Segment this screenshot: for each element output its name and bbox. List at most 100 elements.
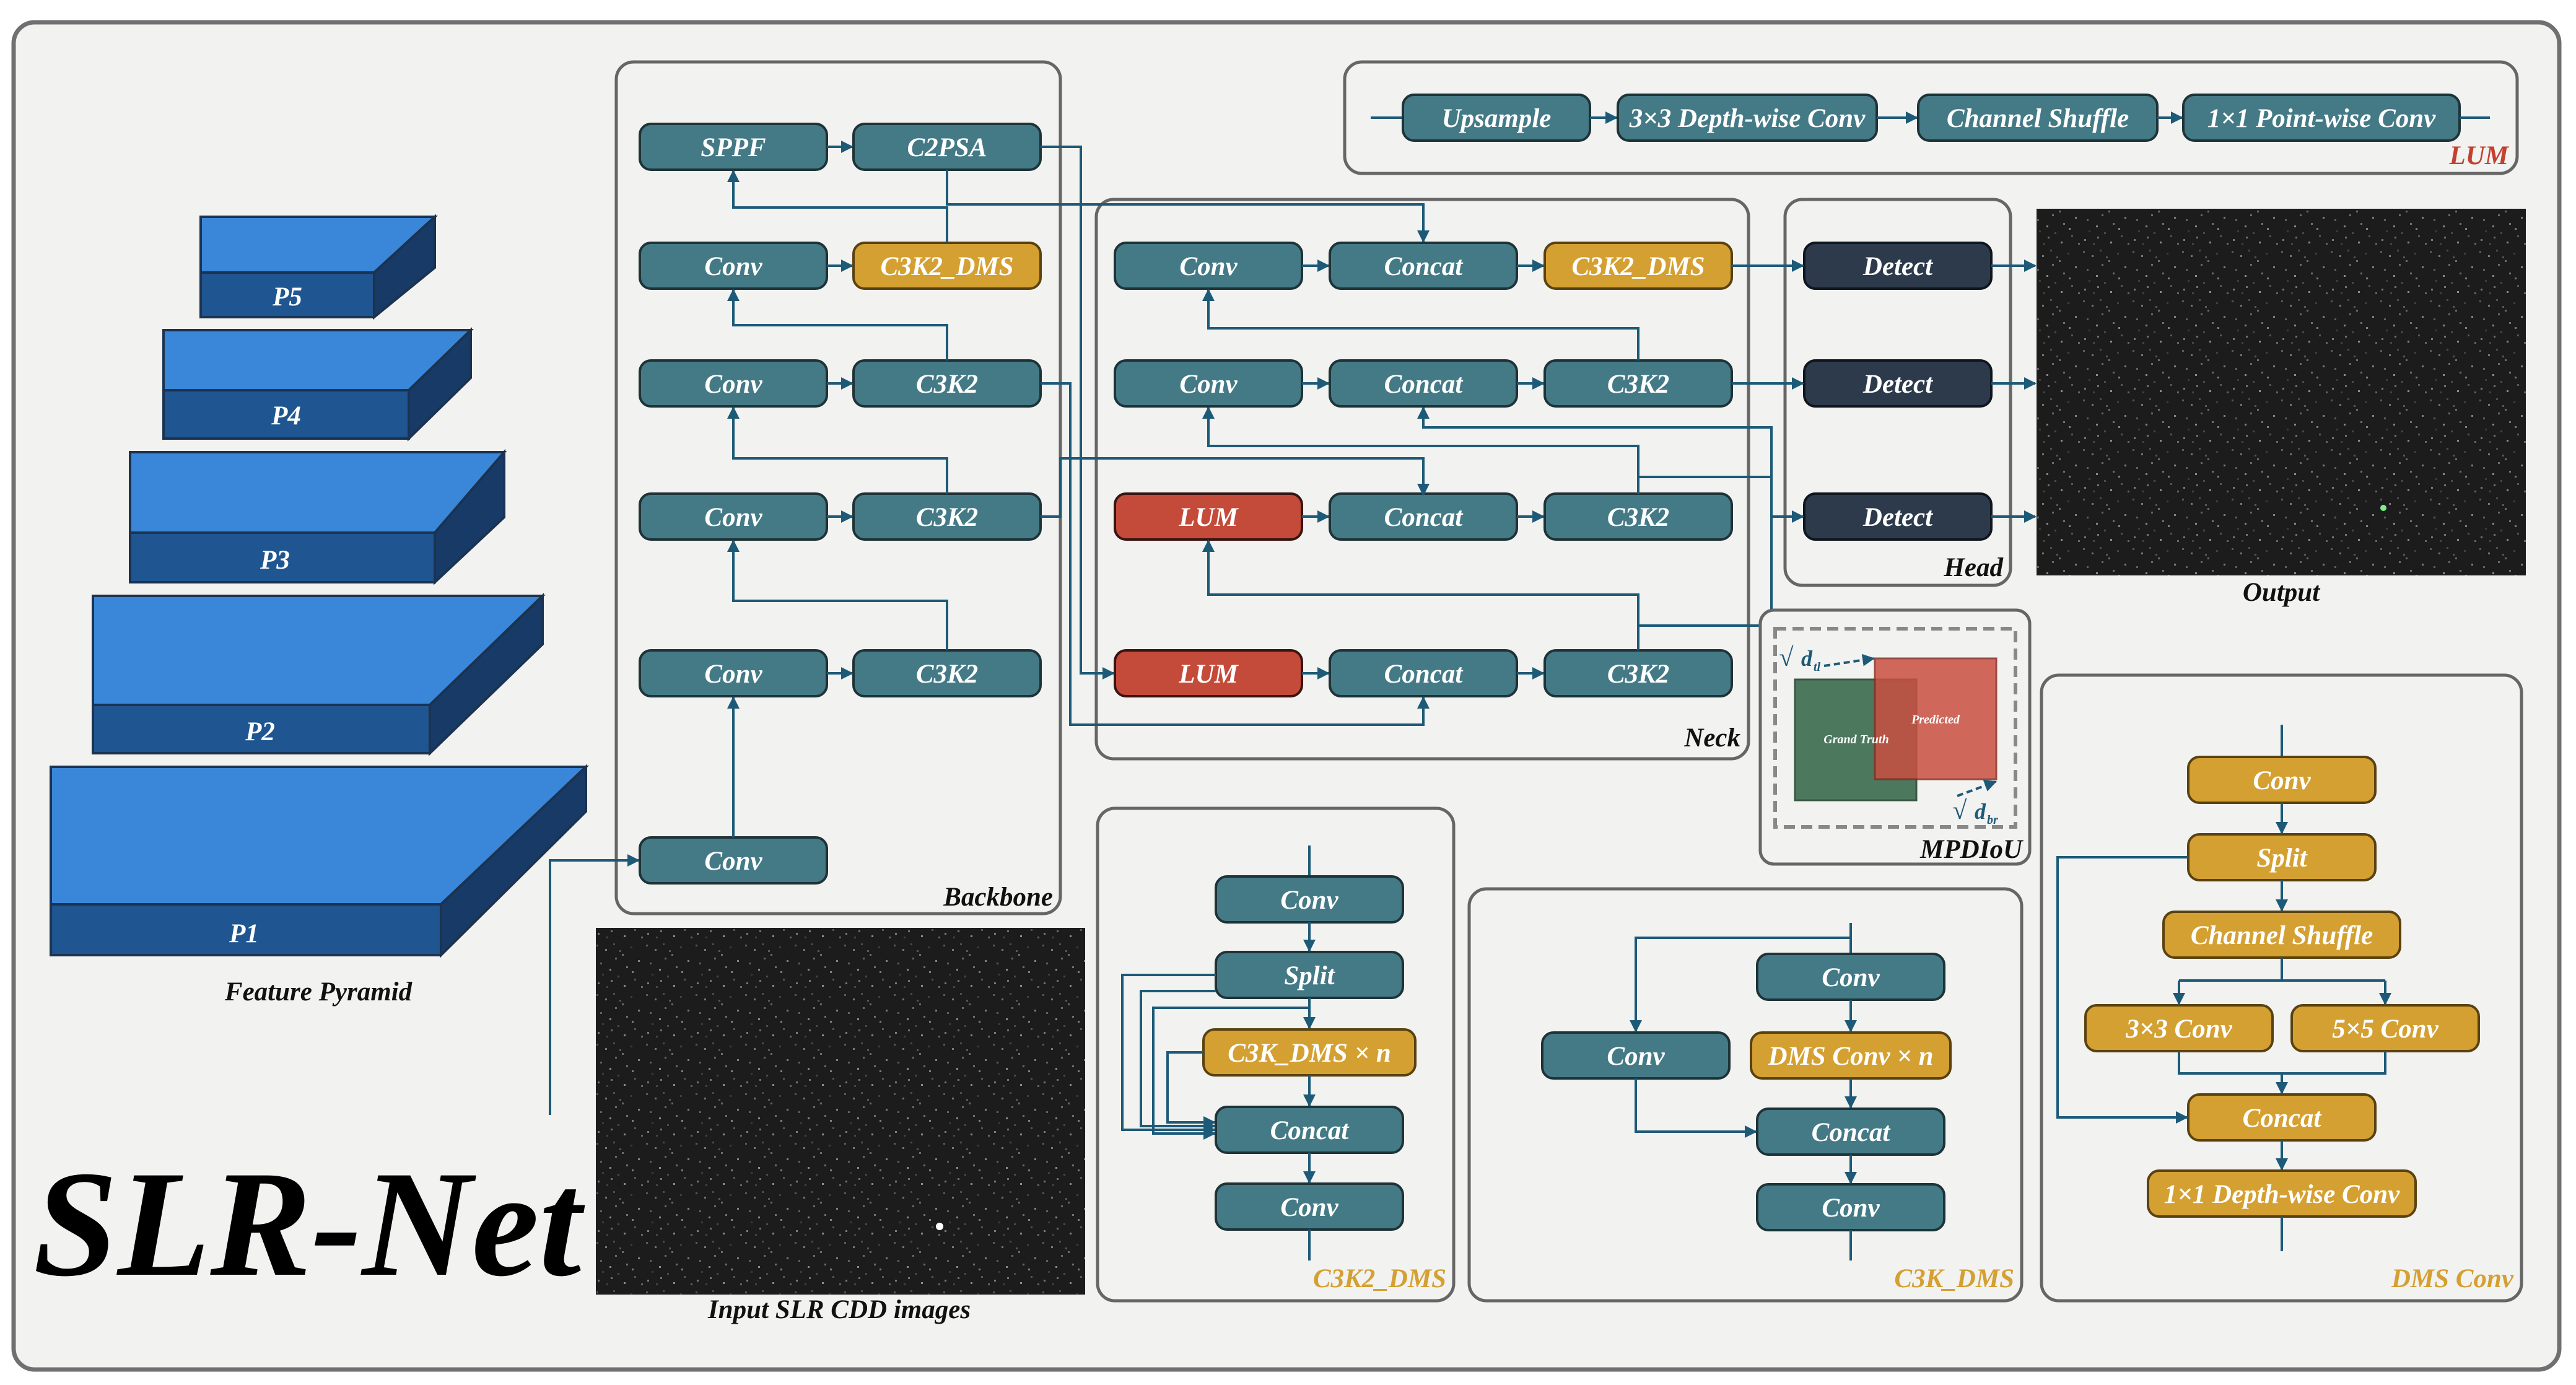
head-detect-label-3: Detect bbox=[1862, 503, 1934, 532]
dms-conv-conv-label: Conv bbox=[2253, 766, 2311, 795]
backbone-conv-label-1: Conv bbox=[704, 252, 762, 281]
c3k-dms-conv-label-left: Conv bbox=[1607, 1042, 1665, 1071]
neck-panel: Neck Conv Concat C3K2_DMS Conv Concat C3… bbox=[946, 146, 1773, 761]
lum-step-shuffle-label: Channel Shuffle bbox=[1947, 104, 2129, 133]
backbone-conv-label-2: Conv bbox=[704, 370, 762, 399]
output-image-panel: Output bbox=[2037, 209, 2526, 607]
pyramid-level-p3: P3 bbox=[129, 448, 507, 585]
feature-pyramid: P5 P4 P3 P2 P1 Feature Pyramid bbox=[50, 214, 590, 1007]
neck-c3k2-label-2: C3K2 bbox=[1607, 503, 1669, 532]
backbone-panel: Backbone SPPF C2PSA Conv C3K2_DMS Conv C… bbox=[549, 60, 1062, 1115]
dms-conv-module-label: DMS Conv bbox=[2391, 1264, 2514, 1293]
mpdiou-d-tl-sub: tl bbox=[1814, 660, 1821, 674]
c3k-dms-connections bbox=[1630, 923, 1857, 1260]
pyramid-label-p3: P3 bbox=[260, 546, 290, 575]
c3k2-dms-c3k-label: C3K_DMS × n bbox=[1228, 1039, 1391, 1068]
neck-concat-label-4: Concat bbox=[1384, 660, 1464, 689]
output-caption: Output bbox=[2243, 578, 2321, 607]
lum-step-upsample-label: Upsample bbox=[1442, 104, 1552, 133]
c3k2-dms-module-panel: C3K2_DMS Conv Split C3K_DMS × n Concat C… bbox=[1096, 806, 1456, 1303]
backbone-conv-label-4: Conv bbox=[704, 660, 762, 689]
input-image-panel: Input SLR CDD images bbox=[596, 928, 1085, 1324]
mpdiou-d-br-formula: √ d br bbox=[1952, 797, 1998, 827]
backbone-frame bbox=[614, 60, 1062, 915]
feature-pyramid-caption: Feature Pyramid bbox=[224, 977, 413, 1007]
dms-conv-dw1-label: 1×1 Depth-wise Conv bbox=[2164, 1180, 2400, 1209]
c3k-dms-conv-label-top: Conv bbox=[1822, 963, 1880, 992]
lum-step-pw1-label: 1×1 Point-wise Conv bbox=[2207, 104, 2436, 133]
dms-conv-split-label: Split bbox=[2256, 844, 2308, 873]
c3k-dms-conv-label-bottom: Conv bbox=[1822, 1194, 1880, 1223]
mpdiou-predicted-label: Predicted bbox=[1911, 713, 1960, 727]
neck-c3k2-dms-label: C3K2_DMS bbox=[1571, 252, 1705, 281]
pyramid-label-p1: P1 bbox=[229, 919, 259, 948]
backbone-c3k2-label-1: C3K2 bbox=[916, 370, 978, 399]
pyramid-level-p1: P1 bbox=[50, 764, 590, 958]
backbone-sppf-label: SPPF bbox=[701, 133, 766, 162]
backbone-c3k2-label-2: C3K2 bbox=[916, 503, 978, 532]
c3k-dms-module-label: C3K_DMS bbox=[1894, 1264, 2014, 1293]
neck-c3k2-label-3: C3K2 bbox=[1607, 660, 1669, 689]
lum-module-panel: LUM Upsample 3×3 Depth-wise Conv Channel… bbox=[1343, 60, 2519, 175]
mpdiou-d-tl-root: √ bbox=[1779, 644, 1794, 672]
backbone-c3k2-label-3: C3K2 bbox=[916, 660, 978, 689]
backbone-label: Backbone bbox=[943, 883, 1053, 912]
pyramid-label-p2: P2 bbox=[245, 717, 275, 746]
c3k-dms-dmsconv-label: DMS Conv × n bbox=[1767, 1042, 1933, 1071]
dms-conv-module-panel: DMS Conv Conv Split Channel Shuffle 3×3 … bbox=[2040, 673, 2523, 1303]
head-panel: Head Detect Detect Detect bbox=[1637, 198, 2037, 587]
lum-module-label: LUM bbox=[2448, 141, 2509, 170]
backbone-connections bbox=[549, 141, 948, 1115]
c3k-dms-module-frame bbox=[1467, 887, 2024, 1303]
c3k-dms-concat-label: Concat bbox=[1812, 1118, 1892, 1147]
head-connections bbox=[1637, 260, 2037, 523]
c3k2-dms-conv-label-1: Conv bbox=[1280, 886, 1338, 915]
backbone-c2psa-label: C2PSA bbox=[907, 133, 987, 162]
pyramid-level-p4: P4 bbox=[162, 327, 474, 442]
input-caption: Input SLR CDD images bbox=[707, 1295, 971, 1324]
neck-concat-label-3: Concat bbox=[1384, 503, 1464, 532]
mpdiou-predicted-box bbox=[1874, 657, 1997, 780]
dms-conv-conv5-label: 5×5 Conv bbox=[2332, 1015, 2438, 1044]
mpdiou-d-br-var: d bbox=[1975, 799, 1986, 824]
head-label: Head bbox=[1943, 553, 2004, 582]
neck-concat-label-2: Concat bbox=[1384, 370, 1464, 399]
diagram-title: SLR-Net bbox=[33, 1140, 586, 1308]
c3k2-dms-connections bbox=[1121, 845, 1316, 1260]
pyramid-label-p5: P5 bbox=[272, 282, 302, 312]
neck-lum-label-1: LUM bbox=[1178, 503, 1239, 532]
neck-concat-label-1: Concat bbox=[1384, 252, 1464, 281]
dms-conv-concat-label: Concat bbox=[2243, 1104, 2323, 1133]
mpdiou-panel: Grand Truth Predicted √ d tl √ d br MPDI… bbox=[1758, 608, 2032, 866]
c3k2-dms-concat-label: Concat bbox=[1270, 1116, 1350, 1145]
c3k2-dms-module-label: C3K2_DMS bbox=[1313, 1264, 1446, 1293]
head-detect-label-1: Detect bbox=[1862, 252, 1934, 281]
neck-connections bbox=[946, 146, 1773, 726]
output-detection-spot bbox=[2380, 505, 2386, 511]
input-image bbox=[596, 928, 1085, 1295]
neck-lum-label-2: LUM bbox=[1178, 660, 1239, 689]
mpdiou-d-tl-var: d bbox=[1801, 646, 1813, 671]
c3k2-dms-conv-label-2: Conv bbox=[1280, 1193, 1338, 1222]
backbone-conv-label-3: Conv bbox=[704, 503, 762, 532]
dms-conv-module-frame bbox=[2040, 673, 2523, 1303]
backbone-c3k2-dms-label: C3K2_DMS bbox=[880, 252, 1013, 281]
mpdiou-label: MPDIoU bbox=[1919, 835, 2024, 864]
neck-c3k2-label-1: C3K2 bbox=[1607, 370, 1669, 399]
neck-label: Neck bbox=[1683, 723, 1740, 753]
mpdiou-d-br-sub: br bbox=[1987, 813, 1998, 827]
mpdiou-d-tl-formula: √ d tl bbox=[1779, 644, 1821, 674]
mpdiou-ground-truth-label: Grand Truth bbox=[1823, 733, 1888, 746]
pyramid-label-p4: P4 bbox=[271, 401, 301, 430]
backbone-conv-label-5: Conv bbox=[704, 847, 762, 876]
pyramid-level-p2: P2 bbox=[92, 593, 546, 756]
c3k2-dms-split-label: Split bbox=[1284, 961, 1335, 990]
dms-conv-connections bbox=[2056, 725, 2391, 1251]
input-image-bright-spot bbox=[936, 1223, 943, 1230]
output-image bbox=[2037, 209, 2526, 575]
lum-step-dw3-label: 3×3 Depth-wise Conv bbox=[1629, 104, 1866, 133]
mpdiou-dashed-box bbox=[1773, 627, 2017, 829]
neck-conv-label-1: Conv bbox=[1179, 252, 1238, 281]
pyramid-level-p5: P5 bbox=[199, 214, 439, 320]
